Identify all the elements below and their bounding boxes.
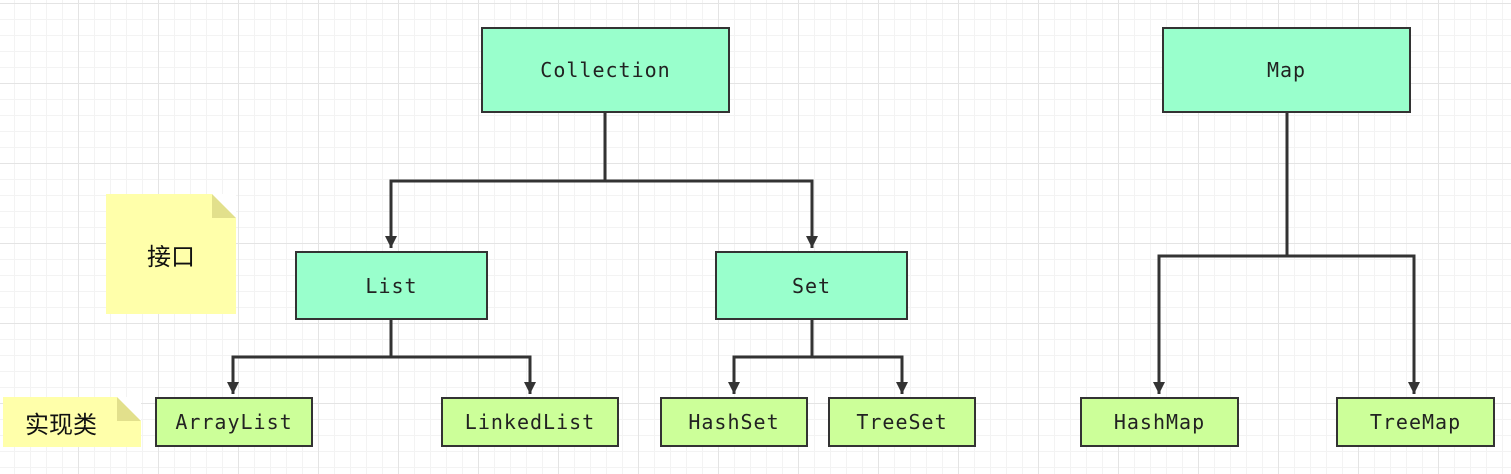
collection-label: Collection [540, 58, 671, 82]
edge-collection-set [605, 179, 818, 248]
edge-set-hashset [728, 320, 814, 394]
edge-list-arraylist [227, 320, 393, 394]
edge-set-treeset [812, 355, 908, 394]
list-node[interactable]: List [295, 251, 488, 320]
hashmap-node[interactable]: HashMap [1080, 397, 1239, 447]
collection-node[interactable]: Collection [481, 27, 730, 113]
map-node[interactable]: Map [1162, 27, 1411, 113]
interface-note-text: 接口 [147, 242, 195, 271]
hashset-label: HashSet [688, 410, 780, 434]
treemap-node[interactable]: TreeMap [1336, 397, 1495, 447]
hashset-node[interactable]: HashSet [660, 397, 808, 447]
edge-collection-list [385, 112, 607, 248]
arraylist-node[interactable]: ArrayList [155, 397, 313, 447]
interface-note[interactable]: 接口 [106, 194, 236, 314]
list-label: List [365, 273, 418, 298]
treemap-label: TreeMap [1369, 410, 1462, 434]
hashmap-label: HashMap [1113, 410, 1206, 434]
linkedlist-node[interactable]: LinkedList [441, 397, 619, 447]
note-fold-corner [212, 194, 236, 218]
edge-map-hashmap [1153, 112, 1289, 394]
linkedlist-label: LinkedList [464, 410, 596, 434]
treeset-label: TreeSet [856, 410, 948, 434]
map-label: Map [1266, 58, 1307, 82]
treeset-node[interactable]: TreeSet [828, 397, 976, 447]
edge-map-treemap [1287, 254, 1420, 394]
note-fold-corner [117, 397, 141, 421]
set-label: Set [791, 273, 832, 298]
implementation-note-text: 实现类 [25, 410, 97, 439]
arraylist-label: ArrayList [175, 410, 293, 434]
edge-list-linkedlist [391, 355, 536, 394]
set-node[interactable]: Set [715, 251, 908, 320]
implementation-note[interactable]: 实现类 [3, 397, 141, 447]
